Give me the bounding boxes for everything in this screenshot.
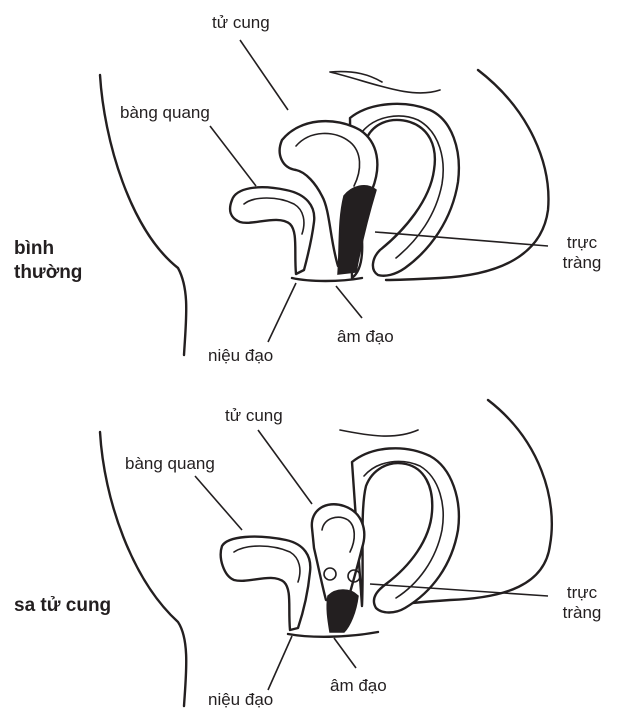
prolapse-bladder-label: bàng quang [125, 454, 215, 474]
prolapse-vagina-leader [334, 638, 356, 668]
normal-rectum-label: trực tràng [552, 233, 612, 273]
normal-peritoneum-line [330, 72, 440, 93]
normal-anatomy-drawing [100, 40, 548, 355]
prolapse-vaginal-canal [327, 590, 358, 632]
normal-side-label-line1: bình [14, 237, 82, 261]
normal-bladder [230, 187, 314, 274]
prolapse-bladder [221, 537, 311, 630]
normal-vagina-leader [336, 286, 362, 318]
normal-rectum-label-line2: tràng [552, 253, 612, 273]
prolapse-uterus-leader [258, 430, 312, 504]
prolapse-rectum-label: trực tràng [552, 583, 612, 623]
normal-bladder-leader [210, 126, 256, 186]
normal-urethra-leader [268, 283, 296, 342]
prolapse-bladder-leader [195, 476, 242, 530]
normal-side-label-line2: thường [14, 261, 82, 285]
prolapse-vagina-label: âm đạo [330, 676, 387, 696]
normal-uterus-leader [240, 40, 288, 110]
normal-bladder-label: bàng quang [120, 103, 210, 123]
prolapse-urethra-leader [268, 636, 292, 690]
prolapse-peritoneum-line [340, 430, 418, 436]
normal-vagina-label: âm đạo [337, 327, 394, 347]
prolapse-rectum-label-line2: tràng [552, 603, 612, 623]
prolapse-uterus-label: tử cung [225, 406, 283, 426]
normal-uterus-label: tử cung [212, 13, 270, 33]
normal-side-label: bình thường [14, 237, 82, 285]
prolapse-side-label: sa tử cung [14, 594, 111, 618]
normal-urethra-label: niệu đạo [208, 346, 273, 366]
normal-vaginal-canal [338, 186, 376, 274]
normal-pelvic-floor [292, 278, 362, 281]
prolapse-rectum-label-line1: trực [552, 583, 612, 603]
prolapse-side-label-line1: sa tử cung [14, 594, 111, 618]
prolapse-anatomy-drawing [100, 400, 552, 706]
normal-rectum-label-line1: trực [552, 233, 612, 253]
prolapse-uterus [312, 504, 364, 600]
prolapse-urethra-label: niệu đạo [208, 690, 273, 710]
